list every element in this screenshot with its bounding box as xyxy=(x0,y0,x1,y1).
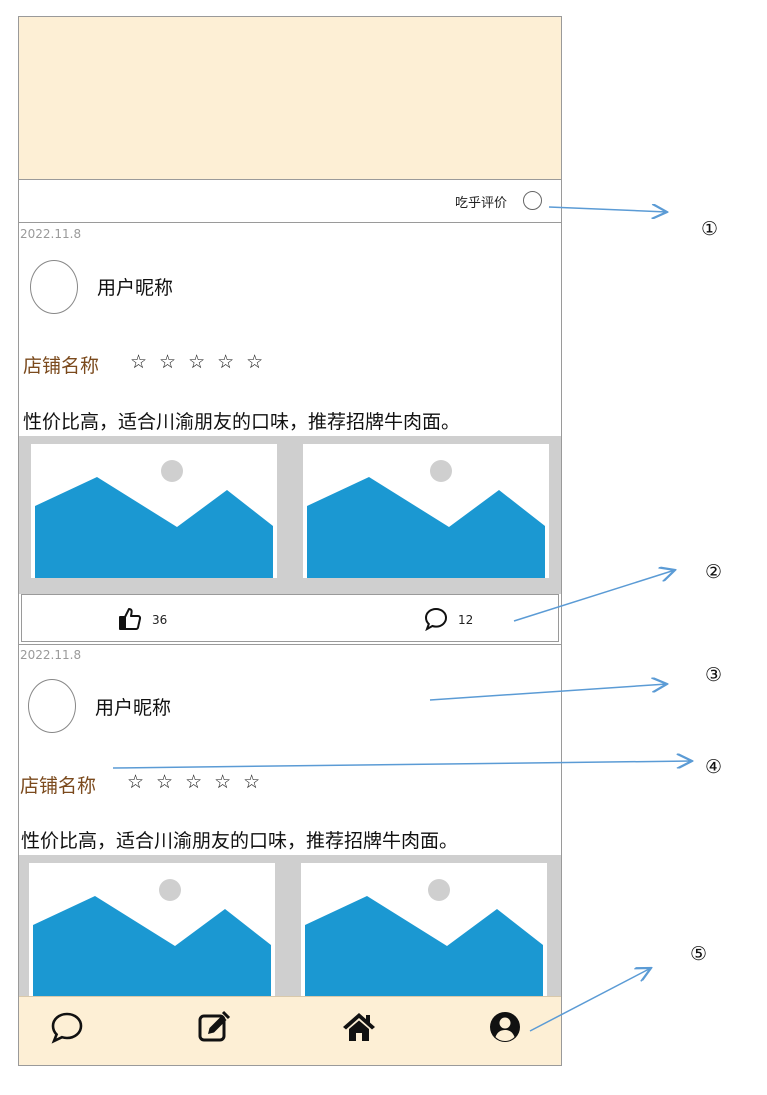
shop-name[interactable]: 店铺名称 xyxy=(20,775,97,797)
avatar[interactable] xyxy=(30,260,78,314)
filter-label: 吃乎评价 xyxy=(454,196,507,211)
divider xyxy=(19,644,561,645)
edit-icon[interactable] xyxy=(193,1007,233,1047)
photo-placeholder-icon[interactable] xyxy=(301,863,547,997)
header-banner xyxy=(19,17,561,179)
photo-placeholder-icon[interactable] xyxy=(31,444,277,578)
photo-placeholder-icon[interactable] xyxy=(303,444,549,578)
callout-number: ① xyxy=(701,218,719,240)
chat-icon[interactable] xyxy=(47,1007,87,1047)
photo-row xyxy=(19,436,561,594)
like-count: 36 xyxy=(152,613,168,627)
user-nickname[interactable]: 用户昵称 xyxy=(95,697,172,719)
review-text: 性价比高，适合川渝朋友的口味，推荐招牌牛肉面。 xyxy=(23,411,461,433)
comment-icon[interactable] xyxy=(424,607,448,635)
avatar[interactable] xyxy=(28,679,76,733)
callout-number: ② xyxy=(705,561,723,583)
review-card: 2022.11.8 用户昵称 店铺名称 ☆☆☆☆☆ 性价比高，适合川渝朋友的口味… xyxy=(19,644,561,1013)
filter-radio[interactable] xyxy=(523,191,542,210)
phone-frame: 吃乎评价 2022.11.8 用户昵称 店铺名称 ☆☆☆☆☆ 性价比高，适合川渝… xyxy=(18,16,562,1066)
home-icon[interactable] xyxy=(339,1007,379,1047)
photo-placeholder-icon[interactable] xyxy=(29,863,275,997)
user-icon[interactable] xyxy=(485,1007,525,1047)
like-icon[interactable] xyxy=(118,607,142,635)
review-card: 2022.11.8 用户昵称 店铺名称 ☆☆☆☆☆ 性价比高，适合川渝朋友的口味… xyxy=(19,223,561,653)
callout-number: ⑤ xyxy=(690,943,708,965)
comment-count: 12 xyxy=(458,613,474,627)
rating-stars: ☆☆☆☆☆ xyxy=(127,771,273,793)
callout-number: ④ xyxy=(705,756,723,778)
action-bar: 36 12 xyxy=(21,594,559,642)
photo-row xyxy=(19,855,561,1013)
annotation-arrow xyxy=(548,207,667,212)
filter-bar: 吃乎评价 xyxy=(19,179,561,223)
rating-stars: ☆☆☆☆☆ xyxy=(130,351,276,373)
bottom-nav xyxy=(19,996,561,1065)
shop-name[interactable]: 店铺名称 xyxy=(23,355,100,377)
user-nickname[interactable]: 用户昵称 xyxy=(97,277,174,299)
review-text: 性价比高，适合川渝朋友的口味，推荐招牌牛肉面。 xyxy=(21,830,459,852)
post-date: 2022.11.8 xyxy=(20,648,82,662)
callout-number: ③ xyxy=(705,664,723,686)
post-date: 2022.11.8 xyxy=(20,227,82,241)
